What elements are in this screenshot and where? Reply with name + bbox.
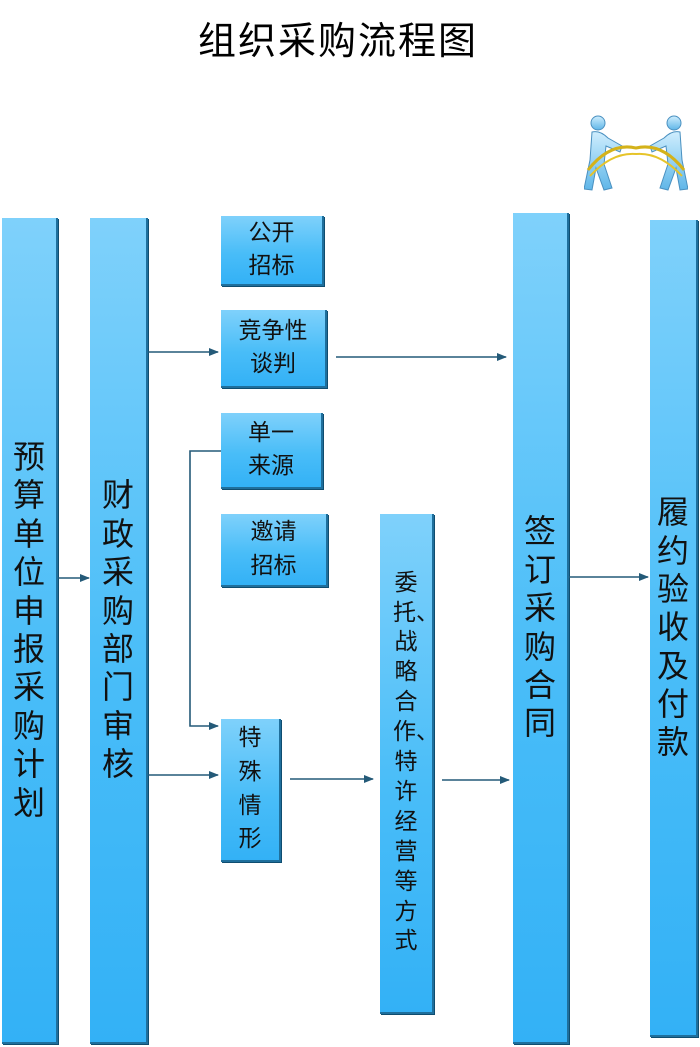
finance-review-label: 财政采购部门审核 bbox=[101, 476, 134, 784]
special-case-box: 特殊情形 bbox=[221, 719, 281, 862]
acceptance-payment-label: 履约验收及付款 bbox=[656, 493, 689, 762]
open-tender-label: 公开招标 bbox=[248, 219, 295, 279]
tug-of-war-icon bbox=[584, 115, 688, 191]
special-case-label: 特殊情形 bbox=[238, 725, 262, 853]
entrust-label: 委托、战略合作、特许经营等方式 bbox=[393, 569, 439, 955]
finance-review-box: 财政采购部门审核 bbox=[90, 218, 148, 1044]
budget-plan-box: 预算单位申报采购计划 bbox=[2, 218, 58, 1044]
single-source-label: 单一来源 bbox=[248, 419, 294, 479]
acceptance-payment-box: 履约验收及付款 bbox=[650, 220, 698, 1037]
sign-contract-box: 签订采购合同 bbox=[513, 213, 569, 1044]
entrust-box: 委托、战略合作、特许经营等方式 bbox=[380, 514, 439, 1014]
open-tender-box: 公开招标 bbox=[221, 216, 324, 286]
invited-tender-box: 邀请招标 bbox=[221, 514, 328, 587]
invited-tender-label: 邀请招标 bbox=[250, 519, 297, 579]
sign-contract-label: 签订采购合同 bbox=[523, 512, 556, 743]
page-title: 组织采购流程图 bbox=[197, 19, 478, 63]
budget-plan-label: 预算单位申报采购计划 bbox=[12, 438, 45, 822]
single-source-box: 单一来源 bbox=[221, 413, 323, 489]
negotiation-box: 竞争性谈判 bbox=[221, 310, 327, 388]
negotiation-label: 竞争性谈判 bbox=[238, 317, 308, 377]
arrow-single-source-to-special bbox=[189, 450, 221, 730]
